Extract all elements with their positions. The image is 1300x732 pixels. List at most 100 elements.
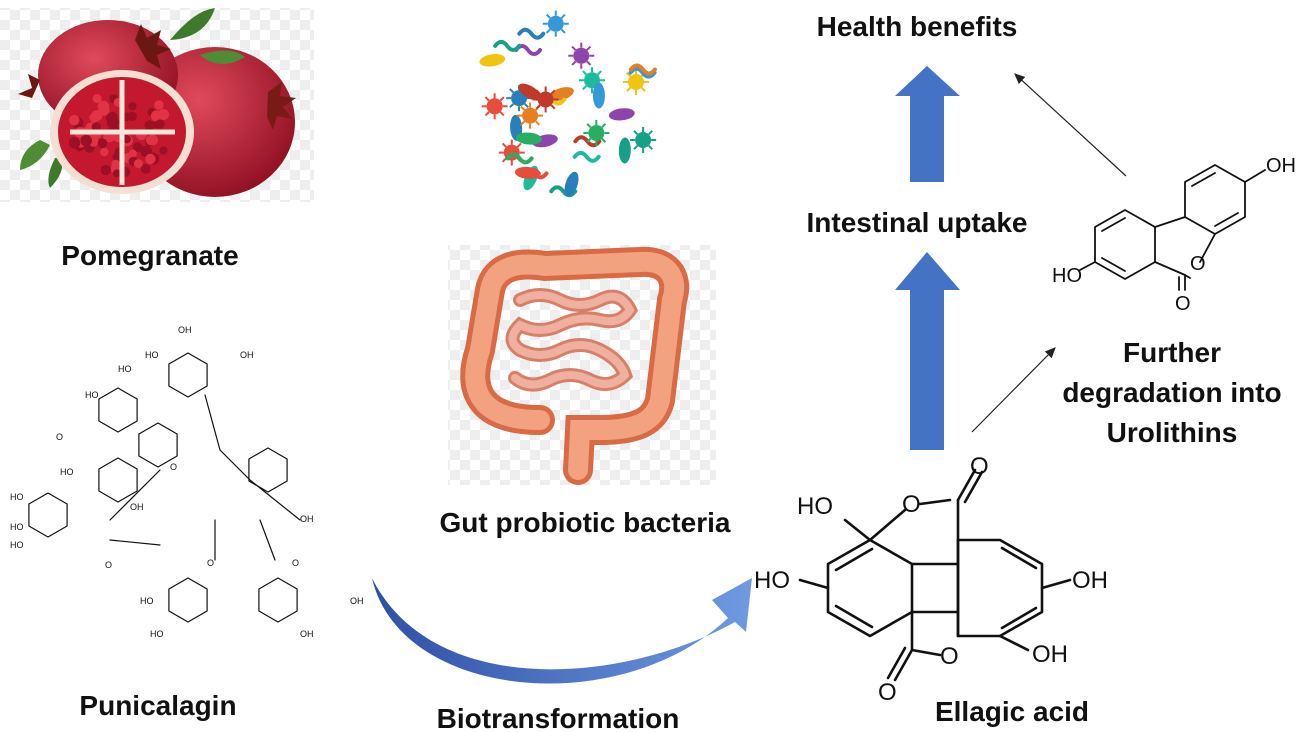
pomegranate-aril [150,110,163,122]
bacterium-rod [564,171,579,197]
punicalagin-group-label: OH [130,502,144,512]
pomegranate-aril [92,94,102,103]
pomegranate-aril [100,148,109,157]
ellagic-o-carbonyl-bottom: O [878,679,897,706]
bacterium-spike [601,123,607,129]
pomegranate-aril [140,164,151,174]
pomegranate-aril [97,138,108,149]
punicalagin-group-label: O [56,432,63,442]
bacterium-spike [586,45,592,51]
bacterium-spike [535,104,541,110]
punicalagin-group-label: OH [300,629,314,639]
punicalagin-group-label: HO [145,350,159,360]
punicalagin-group-label: O [170,462,177,472]
bacterium-coccus [588,124,605,141]
ellagic-oh-bottom-right: OH [1032,641,1068,668]
bacterium-spiral [505,152,534,165]
pomegranate-aril [106,112,117,124]
pomegranate-aril [122,135,131,144]
pomegranate-label: Pomegranate [61,240,238,271]
bacterium-spike [560,28,566,34]
bacterium-rod [592,82,605,109]
pomegranate-aril [111,159,120,169]
punicalagin-bond [219,449,251,481]
bacterium-coccus [486,98,503,115]
bacterium-spike [586,60,592,66]
bacterium-coccus [635,132,652,149]
ellagic-acid-label: Ellagic acid [935,696,1089,727]
bacterium-spike [484,111,490,117]
punicalagin-ring [248,447,288,493]
punicalagin-ring [258,577,298,623]
punicalagin-group-label: HO [118,364,132,374]
bacterium-spike [520,120,526,126]
punicalagin-group-label: OH [350,596,364,606]
bacterium-spike [648,144,654,150]
punicalagin-group-label: O [105,560,112,570]
punicalagin-bond [259,519,276,561]
ellagic-oh-top-left: HO [797,493,833,520]
urolithin-oh-right: OH [1266,155,1296,177]
pomegranate-aril [159,146,168,155]
bacterium-spike [499,96,505,102]
pomegranate-aril [133,159,143,168]
punicalagin-ring [98,457,138,503]
punicalagin-group-label: HO [10,522,24,532]
bacterium-spike [633,130,639,136]
bacterium-spiral [628,63,657,76]
bacterium-spike [535,120,540,126]
pomegranate-aril [68,137,81,149]
pomegranate-aril [80,134,93,147]
pomegranate-aril [132,142,143,153]
intestinal-uptake-label: Intestinal uptake [807,207,1028,238]
bacterium-spike [626,72,632,78]
punicalagin-group-label: HO [10,540,24,550]
pomegranate-aril [91,122,101,132]
bacterium-spike [499,111,505,117]
punicalagin-ring [168,352,208,398]
bacterium-spike [596,70,602,76]
pomegranate-aril [145,153,156,165]
ellagic-to-urolithin-arrow [971,347,1056,433]
pomegranate-aril [144,120,155,131]
bacterium-spike [550,104,556,110]
punicalagin-group-label: O [207,558,214,568]
ellagic-acid-structure: HO HO OH OH O O O O [754,453,1108,706]
bacterium-spike [501,157,507,163]
health-benefits-label: Health benefits [817,11,1018,42]
bacterium-spike [509,88,515,94]
bacterium-spike [484,96,490,102]
pomegranate-aril [128,149,137,158]
punicalagin-group-label: O [292,558,299,568]
bacterium-spike [601,137,607,143]
bacterium-spike [582,70,588,76]
bacteria-cluster-image [462,2,668,208]
biotransformation-arrow [372,578,752,684]
punicalagin-group-label: OH [240,350,254,360]
urolithin-ho-left: HO [1052,265,1082,287]
bacterium-spike [501,142,507,148]
bacterium-spike [640,86,646,92]
pomegranate-aril [128,102,137,111]
punicalagin-group-label: HO [85,390,99,400]
bacterium-spike [626,86,632,92]
bacterium-spike [560,13,566,19]
bacterium-spiral [628,66,657,79]
punicalagin-ring [138,422,178,468]
pomegranate-aril [100,164,111,176]
ellagic-oh-mid-left: HO [754,567,790,594]
bacterium-spike [586,123,592,129]
bacterium-spike [545,28,551,34]
pomegranate-aril [68,114,80,126]
ellagic-o-ring-top: O [902,491,921,518]
ellagic-o-carbonyl-top: O [970,453,989,480]
bacterium-rod [479,54,506,67]
ellagic-o-ring-bottom: O [940,643,959,670]
punicalagin-label: Punicalagin [79,690,236,721]
punicalagin-group-label: OH [178,325,192,335]
bacterium-rod [518,83,542,101]
biotransformation-label: Biotransformation [437,703,680,732]
bacterium-coccus [628,73,645,90]
